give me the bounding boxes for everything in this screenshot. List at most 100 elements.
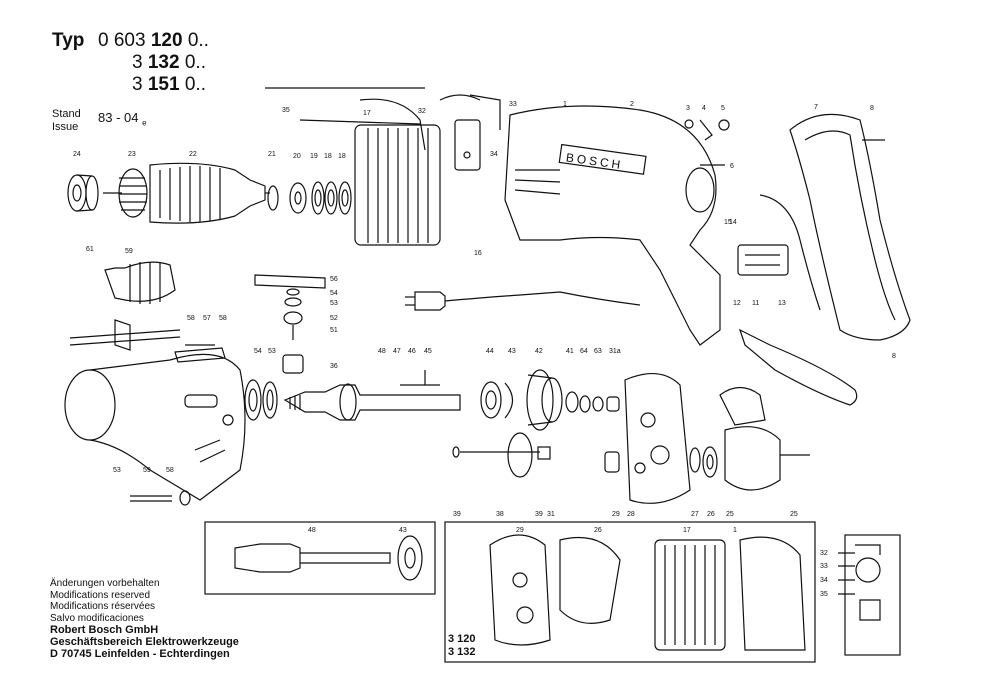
parts-52-48 <box>254 274 326 340</box>
label-34-wiring: 34 <box>820 577 828 584</box>
issue-date-value: 83 - 04 <box>98 110 139 125</box>
note-es: Salvo modificaciones <box>50 612 144 624</box>
label-30: 29 <box>612 511 620 518</box>
label-5: 5 <box>721 105 725 112</box>
part-15-cable-guide <box>759 194 821 311</box>
label-39: 41 <box>566 348 574 355</box>
note-fr: Modifications réservées <box>50 601 156 612</box>
part-number-labels: 35 17 32 33 34 1 2 3 4 5 6 7 8 8 24 23 2… <box>73 101 896 598</box>
label-6: 6 <box>730 163 734 170</box>
label-43b: 43 <box>399 527 407 534</box>
company-address: D 70745 Leinfelden - Echterdingen <box>50 648 230 660</box>
type-suffix: 0.. <box>187 30 209 51</box>
type-bold: 151 <box>147 74 180 95</box>
label-1-detail: 1 <box>733 527 737 534</box>
type-bold: 132 <box>147 52 180 73</box>
part-14-switch <box>737 244 789 276</box>
label-13: 13 <box>778 300 786 307</box>
part-16-power-plug <box>405 291 641 311</box>
label-48: 51 <box>330 327 338 334</box>
part-23-fan <box>103 168 148 218</box>
wiring-diagram <box>838 534 901 656</box>
part-62-chuck-key <box>69 319 181 351</box>
label-23: 23 <box>128 151 136 158</box>
label-34: 34 <box>490 151 498 158</box>
label-50: 53 <box>330 300 338 307</box>
label-38-a: 39 <box>453 511 461 518</box>
label-8-bottom: 8 <box>892 353 896 360</box>
label-45: 46 <box>408 348 416 355</box>
label-40: 42 <box>535 348 543 355</box>
footer-notes: Änderungen vorbehalten Modifications res… <box>50 578 239 660</box>
label-44: 45 <box>424 348 432 355</box>
type-number-line-2: 3 132 0.. <box>132 52 206 74</box>
label-26: 25 <box>726 511 734 518</box>
parts-39-31a <box>565 391 620 413</box>
part-24-bearing <box>67 174 99 212</box>
issue-date: 83 - 04 e <box>98 110 147 128</box>
variant-label-1: 3 120 <box>448 633 476 645</box>
company-division: Geschäftsbereich Elektrowerkzeuge <box>50 636 239 648</box>
label-51: 54 <box>330 290 338 297</box>
label-57-a: 58 <box>187 315 195 322</box>
label-62: 61 <box>86 246 94 253</box>
type-label: Typ <box>52 30 85 51</box>
rings-28-27 <box>689 446 718 478</box>
label-37: 38 <box>496 511 504 518</box>
part-37-gear <box>452 432 551 478</box>
label-22: 22 <box>189 151 197 158</box>
label-24: 24 <box>73 151 81 158</box>
type-prefix: 0 603 <box>98 30 146 51</box>
label-63: 63 <box>594 348 602 355</box>
type-bold: 120 <box>150 30 183 51</box>
label-16-ring: 18 <box>338 153 346 160</box>
label-8-top: 8 <box>870 105 874 112</box>
type-number-line-1: 0 603 120 0.. <box>98 30 209 52</box>
part-22-armature <box>149 162 270 224</box>
parts-26-25 <box>719 386 810 491</box>
label-19: 19 <box>310 153 318 160</box>
label-32-wiring: 32 <box>820 550 828 557</box>
label-46: 47 <box>393 348 401 355</box>
label-32: 32 <box>418 108 426 115</box>
label-27: 26 <box>707 511 715 518</box>
part-36-gear <box>282 354 304 374</box>
label-52: 56 <box>330 276 338 283</box>
label-1: 1 <box>563 101 567 108</box>
note-en: Modifications reserved <box>50 589 151 601</box>
part-1-motor-housing <box>504 105 721 346</box>
label-16: 16 <box>474 250 482 257</box>
label-14b: 14 <box>729 219 737 226</box>
label-58: 58 <box>166 467 174 474</box>
label-33: 33 <box>509 101 517 108</box>
label-29-detail: 29 <box>516 527 524 534</box>
label-56: 57 <box>203 315 211 322</box>
parts-3-6 <box>684 119 730 166</box>
label-17-detail: 17 <box>683 527 691 534</box>
label-26-detail: 26 <box>594 527 602 534</box>
part-7-handle <box>789 113 911 341</box>
issue-label: Issue <box>52 121 79 133</box>
part-40-gear <box>526 369 563 431</box>
label-15: 15 <box>724 219 732 226</box>
label-21: 21 <box>268 151 276 158</box>
detail-box-spindle <box>204 521 436 595</box>
label-3: 3 <box>686 105 690 112</box>
wire-17 <box>299 119 421 125</box>
label-36: 36 <box>330 363 338 370</box>
part-12-side-handle <box>738 328 858 406</box>
type-number-line-3: 3 151 0.. <box>132 74 206 96</box>
part-50-gear-housing <box>64 353 246 501</box>
type-prefix: 3 <box>132 52 143 73</box>
label-50-housing: 53 <box>113 467 121 474</box>
label-57-b: 58 <box>219 315 227 322</box>
label-64: 64 <box>580 348 588 355</box>
type-prefix: 3 <box>132 74 143 95</box>
rings-42-41 <box>480 381 514 419</box>
label-47: 48 <box>378 348 386 355</box>
label-29: 28 <box>627 511 635 518</box>
company-name: Robert Bosch GmbH <box>50 624 159 636</box>
label-59b: 59 <box>143 467 151 474</box>
rings-54-53 <box>244 379 278 421</box>
